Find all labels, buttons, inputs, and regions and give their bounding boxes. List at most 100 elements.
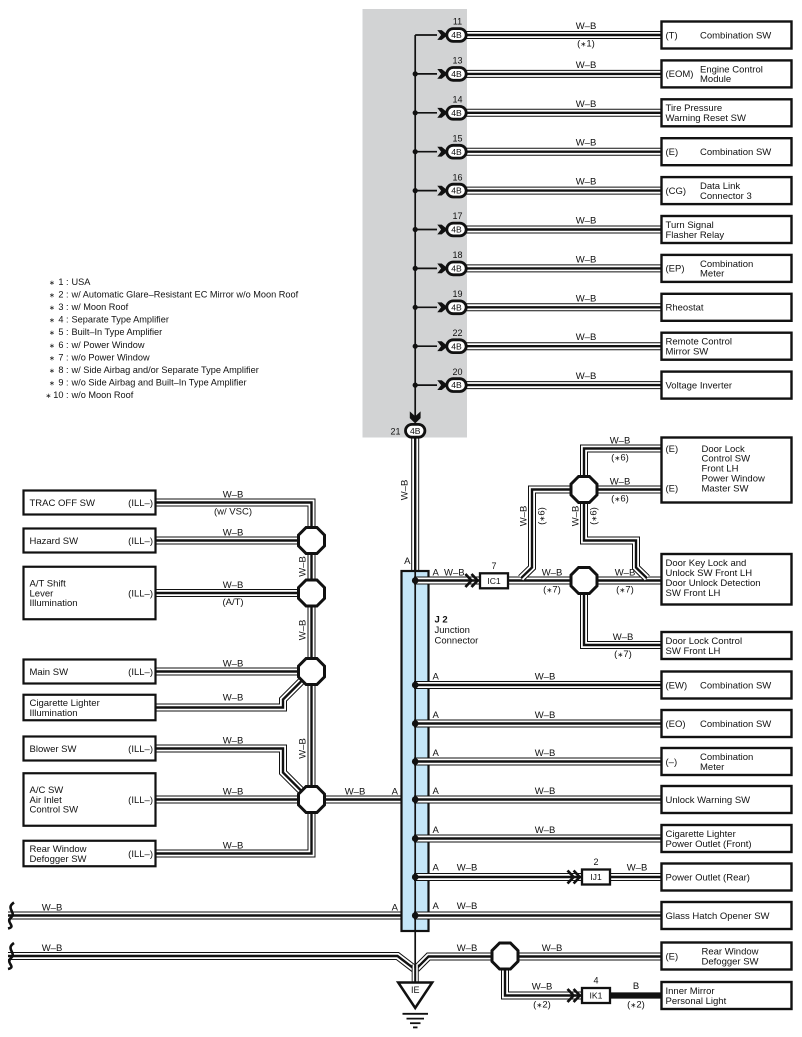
svg-text:11: 11 xyxy=(453,17,462,27)
svg-text:W–B: W–B xyxy=(610,436,631,447)
svg-text::: : xyxy=(66,390,69,400)
svg-text:Power Outlet (Rear): Power Outlet (Rear) xyxy=(666,872,750,883)
svg-text:4B: 4B xyxy=(451,186,462,196)
svg-text:Control SW: Control SW xyxy=(702,454,751,465)
svg-text:Lever: Lever xyxy=(30,588,54,599)
svg-text::: : xyxy=(66,327,69,337)
svg-text:4B: 4B xyxy=(451,225,462,235)
svg-text:w/o Power Window: w/o Power Window xyxy=(71,352,150,362)
svg-text:W–B: W–B xyxy=(576,216,597,227)
svg-text:Door Key Lock and: Door Key Lock and xyxy=(666,558,747,569)
svg-text:(ILL–): (ILL–) xyxy=(128,536,153,547)
svg-text::: : xyxy=(66,352,69,362)
svg-text:Control SW: Control SW xyxy=(30,805,79,816)
svg-text:∗: ∗ xyxy=(49,378,55,387)
svg-text:(ILL–): (ILL–) xyxy=(128,795,153,806)
svg-text:W–B: W–B xyxy=(223,693,244,704)
svg-text:Combination SW: Combination SW xyxy=(700,680,771,691)
svg-text:W–B: W–B xyxy=(535,786,556,797)
svg-text:4B: 4B xyxy=(451,264,462,274)
svg-text:A/T Shift: A/T Shift xyxy=(30,578,67,589)
svg-text:Engine Control: Engine Control xyxy=(700,64,763,75)
svg-text:(∗6): (∗6) xyxy=(611,494,629,505)
svg-text:Combination: Combination xyxy=(700,752,753,763)
svg-text:(EP): (EP) xyxy=(666,264,685,275)
svg-text:Front LH: Front LH xyxy=(702,464,739,475)
svg-text:Hazard SW: Hazard SW xyxy=(30,536,79,547)
svg-text:4B: 4B xyxy=(410,426,421,436)
svg-text:4B: 4B xyxy=(451,380,462,390)
svg-text:4: 4 xyxy=(593,976,598,986)
svg-text:Blower SW: Blower SW xyxy=(30,744,77,755)
svg-text:Illumination: Illumination xyxy=(30,598,78,609)
svg-text:Built–In Type Amplifier: Built–In Type Amplifier xyxy=(72,327,163,337)
svg-text:2: 2 xyxy=(593,857,598,867)
svg-text:A: A xyxy=(392,787,399,798)
svg-text:(w/ VSC): (w/ VSC) xyxy=(214,507,252,518)
svg-text:IK1: IK1 xyxy=(590,991,603,1001)
svg-text:W–B: W–B xyxy=(298,738,309,759)
svg-text:Rear Window: Rear Window xyxy=(702,946,759,957)
svg-text:Rheostat: Rheostat xyxy=(666,303,704,314)
svg-text:∗: ∗ xyxy=(49,278,55,287)
svg-text:6: 6 xyxy=(58,340,63,350)
svg-text:∗: ∗ xyxy=(49,316,55,325)
svg-text:(∗2): (∗2) xyxy=(533,1000,551,1011)
svg-text:W–B: W–B xyxy=(223,659,244,670)
svg-text:∗: ∗ xyxy=(46,391,52,400)
svg-text:(EOM): (EOM) xyxy=(666,69,694,80)
svg-text:Flasher Relay: Flasher Relay xyxy=(666,230,725,241)
svg-text:19: 19 xyxy=(452,289,462,299)
svg-text:∗: ∗ xyxy=(49,366,55,375)
svg-text:4B: 4B xyxy=(451,108,462,118)
svg-text:Cigarette Lighter: Cigarette Lighter xyxy=(30,698,100,709)
svg-text:w/ Side Airbag and/or Separate: w/ Side Airbag and/or Separate Type Ampl… xyxy=(71,365,259,375)
svg-text:A: A xyxy=(404,556,411,567)
svg-text:(E): (E) xyxy=(666,483,679,494)
svg-text:(∗7): (∗7) xyxy=(543,585,561,596)
svg-text:W–B: W–B xyxy=(576,254,597,265)
svg-text:(ILL–): (ILL–) xyxy=(128,744,153,755)
svg-text:(∗7): (∗7) xyxy=(616,585,634,596)
svg-text:∗: ∗ xyxy=(49,341,55,350)
svg-text:SW Front LH: SW Front LH xyxy=(666,588,721,599)
svg-text:A: A xyxy=(433,863,440,874)
svg-text:Personal Light: Personal Light xyxy=(666,996,727,1007)
svg-text:W–B: W–B xyxy=(532,982,553,993)
svg-text:A: A xyxy=(433,748,440,759)
svg-text:IE: IE xyxy=(411,985,420,995)
svg-text:Power Window: Power Window xyxy=(702,474,765,485)
svg-text:IC1: IC1 xyxy=(487,576,501,586)
svg-text:W–B: W–B xyxy=(576,21,597,32)
svg-text:Warning Reset SW: Warning Reset SW xyxy=(666,113,746,124)
svg-text:Remote Control: Remote Control xyxy=(666,337,733,348)
svg-text:(T): (T) xyxy=(666,30,678,41)
svg-text::: : xyxy=(66,340,69,350)
svg-text:Air Inlet: Air Inlet xyxy=(30,795,63,806)
svg-text::: : xyxy=(66,377,69,387)
svg-text:W–B: W–B xyxy=(576,99,597,110)
svg-text:∗: ∗ xyxy=(49,291,55,300)
svg-text:w/o Moon Roof: w/o Moon Roof xyxy=(71,390,134,400)
svg-text:Defogger SW: Defogger SW xyxy=(30,854,87,865)
svg-text:(∗6): (∗6) xyxy=(589,507,600,525)
svg-text:Door Unlock Detection: Door Unlock Detection xyxy=(666,578,761,589)
svg-text:W–B: W–B xyxy=(223,490,244,501)
svg-text:IJ1: IJ1 xyxy=(590,872,602,882)
svg-text:Module: Module xyxy=(700,74,731,85)
svg-text:∗: ∗ xyxy=(49,328,55,337)
svg-text:16: 16 xyxy=(452,172,462,182)
svg-text:W–B: W–B xyxy=(457,943,478,954)
svg-text:W–B: W–B xyxy=(542,568,563,579)
svg-text:SW Front LH: SW Front LH xyxy=(666,646,721,657)
svg-text::: : xyxy=(66,302,69,312)
svg-text:(EW): (EW) xyxy=(666,680,688,691)
svg-text:18: 18 xyxy=(452,250,462,260)
svg-text:Separate Type Amplifier: Separate Type Amplifier xyxy=(72,315,169,325)
svg-text:W–B: W–B xyxy=(223,787,244,798)
svg-text:A: A xyxy=(433,672,440,683)
svg-text:Voltage Inverter: Voltage Inverter xyxy=(666,380,733,391)
svg-text:(∗1): (∗1) xyxy=(577,39,595,50)
svg-text:Inner Mirror: Inner Mirror xyxy=(666,986,715,997)
svg-text:5: 5 xyxy=(58,327,63,337)
